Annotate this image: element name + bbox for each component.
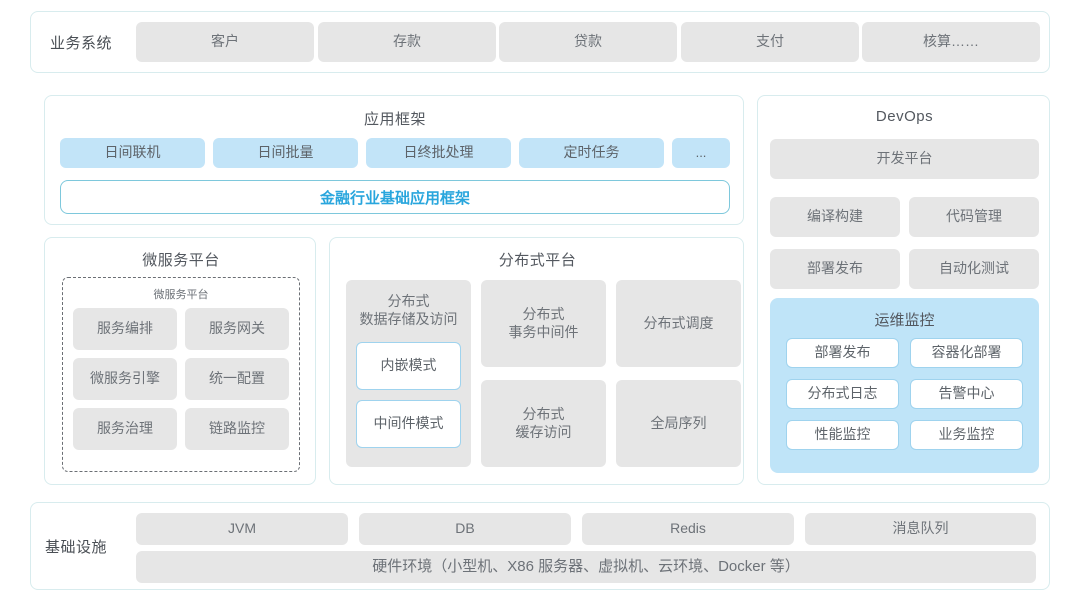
devops-deploy-release[interactable]: 部署发布 (770, 249, 900, 289)
distributed-transaction-middleware[interactable]: 分布式 事务中间件 (481, 280, 606, 367)
distributed-platform-card: 分布式平台 分布式 数据存储及访问 内嵌模式 中间件模式 分布式 事务中间件 分… (329, 237, 744, 485)
microservice-item-engine[interactable]: 微服务引擎 (73, 358, 177, 400)
distributed-data-storage-label: 分布式 数据存储及访问 (359, 293, 458, 328)
business-system-customer[interactable]: 客户 (136, 22, 314, 62)
distributed-cache-access[interactable]: 分布式 缓存访问 (481, 380, 606, 467)
distributed-platform-title: 分布式平台 (498, 252, 577, 269)
storage-mode-middleware[interactable]: 中间件模式 (356, 400, 461, 448)
infra-db[interactable]: DB (359, 513, 571, 545)
app-framework-tag-daytime-batch[interactable]: 日间批量 (213, 138, 358, 168)
microservice-item-unified-config[interactable]: 统一配置 (185, 358, 289, 400)
business-system-accounting[interactable]: 核算…… (862, 22, 1040, 62)
devops-code-management[interactable]: 代码管理 (909, 197, 1039, 237)
ops-alert-center[interactable]: 告警中心 (910, 379, 1023, 409)
storage-mode-embedded[interactable]: 内嵌模式 (356, 342, 461, 390)
ops-distributed-logs[interactable]: 分布式日志 (786, 379, 899, 409)
infra-message-queue[interactable]: 消息队列 (805, 513, 1036, 545)
infra-jvm[interactable]: JVM (136, 513, 348, 545)
business-system-deposit[interactable]: 存款 (318, 22, 496, 62)
app-framework-card: 应用框架 日间联机 日间批量 日终批处理 定时任务 ... 金融行业基础应用框架 (44, 95, 744, 225)
app-framework-tag-eod-batch[interactable]: 日终批处理 (366, 138, 511, 168)
microservice-platform-title: 微服务平台 (142, 252, 220, 269)
infra-redis[interactable]: Redis (582, 513, 794, 545)
app-framework-title: 应用框架 (363, 111, 426, 128)
microservice-platform-dashed-group (62, 277, 300, 472)
app-framework-tag-more[interactable]: ... (672, 138, 730, 168)
ops-deploy-release[interactable]: 部署发布 (786, 338, 899, 368)
business-system-loan[interactable]: 贷款 (499, 22, 677, 62)
infrastructure-label: 基础设施 (45, 538, 108, 556)
infra-hardware-environment[interactable]: 硬件环境（小型机、X86 服务器、虚拟机、云环境、Docker 等） (136, 551, 1036, 583)
devops-build[interactable]: 编译构建 (770, 197, 900, 237)
business-systems-label: 业务系统 (50, 34, 113, 52)
microservice-item-trace-monitoring[interactable]: 链路监控 (185, 408, 289, 450)
ops-performance-monitoring[interactable]: 性能监控 (786, 420, 899, 450)
distributed-data-storage-group[interactable]: 分布式 数据存储及访问 内嵌模式 中间件模式 (346, 280, 471, 467)
devops-dev-platform[interactable]: 开发平台 (770, 139, 1039, 179)
ops-business-monitoring[interactable]: 业务监控 (910, 420, 1023, 450)
devops-card: DevOps 开发平台 编译构建 代码管理 部署发布 自动化测试 运维监控 部署… (757, 95, 1050, 485)
global-sequence[interactable]: 全局序列 (616, 380, 741, 467)
ops-monitoring-title: 运维监控 (874, 312, 935, 329)
distributed-scheduling[interactable]: 分布式调度 (616, 280, 741, 367)
microservice-item-orchestration[interactable]: 服务编排 (73, 308, 177, 350)
devops-title: DevOps (875, 108, 934, 125)
devops-automated-testing[interactable]: 自动化测试 (909, 249, 1039, 289)
microservice-platform-card: 微服务平台 微服务平台 服务编排 服务网关 微服务引擎 统一配置 服务治理 链路… (44, 237, 316, 485)
ops-monitoring-panel: 运维监控 部署发布 容器化部署 分布式日志 告警中心 性能监控 业务监控 (770, 298, 1039, 473)
ops-containerized-deploy[interactable]: 容器化部署 (910, 338, 1023, 368)
app-framework-tag-scheduled-task[interactable]: 定时任务 (519, 138, 664, 168)
microservice-platform-subtitle: 微服务平台 (153, 289, 209, 301)
app-framework-tag-daytime-online[interactable]: 日间联机 (60, 138, 205, 168)
infrastructure-card: JVM DB Redis 消息队列 硬件环境（小型机、X86 服务器、虚拟机、云… (30, 502, 1050, 590)
microservice-item-governance[interactable]: 服务治理 (73, 408, 177, 450)
microservice-item-gateway[interactable]: 服务网关 (185, 308, 289, 350)
financial-base-framework-banner[interactable]: 金融行业基础应用框架 (60, 180, 730, 214)
business-system-payment[interactable]: 支付 (681, 22, 859, 62)
